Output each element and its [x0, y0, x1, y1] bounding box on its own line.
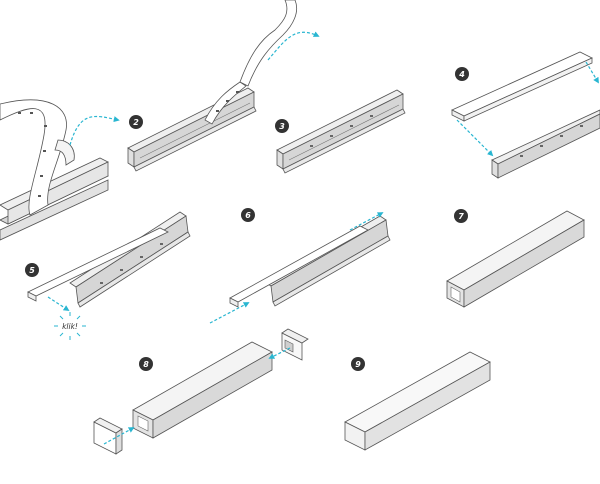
step-6-badge: 6	[241, 208, 255, 222]
arrow-step-8-left	[103, 427, 135, 445]
click-burst	[54, 312, 86, 340]
step-4-number: 4	[458, 70, 465, 79]
step-3-group: 3	[275, 89, 406, 174]
step-3-number: 3	[279, 122, 285, 131]
arrow-step-4-left	[456, 119, 494, 157]
step-4-profile	[491, 109, 600, 179]
step-5-cover	[27, 227, 169, 302]
step-2-badge: 2	[129, 115, 143, 129]
step-3-badge: 3	[275, 119, 289, 133]
step-5-badge: 5	[25, 263, 39, 277]
end-cap-right	[281, 328, 309, 361]
step-4-group: 4	[451, 51, 600, 179]
step-8-profile	[132, 341, 273, 439]
led-tape-step-1	[0, 99, 75, 216]
step-8-badge: 8	[139, 357, 153, 371]
step-8-group: 8	[93, 328, 309, 455]
step-3-profile	[276, 89, 406, 174]
step-9-badge: 9	[351, 357, 365, 371]
arrow-step-4-right	[585, 61, 599, 84]
step-7-profile	[446, 210, 585, 308]
step-4-badge: 4	[455, 67, 469, 81]
arrow-step-5	[47, 296, 70, 311]
step-6-number: 6	[245, 211, 251, 220]
step-8-number: 8	[143, 360, 149, 369]
click-label: klik!	[62, 322, 78, 331]
arrow-step-6-exit	[349, 212, 384, 231]
step-2-profile	[127, 87, 257, 172]
step-7-group: 7	[446, 209, 585, 308]
step-6-profile	[264, 215, 391, 307]
step-5-group: klik! 5	[25, 211, 191, 340]
step-2-group: 2	[127, 0, 320, 172]
step-5-profile	[69, 211, 191, 308]
led-tape-step-2	[204, 0, 298, 125]
step-1-profile	[0, 157, 109, 241]
step-2-number: 2	[133, 118, 139, 127]
step-6-group: 6	[209, 208, 391, 324]
end-cap-left	[93, 417, 123, 455]
step-9-profile	[344, 351, 491, 451]
step-9-group: 9	[344, 351, 491, 451]
arrow-step-2	[267, 31, 320, 61]
step-9-number: 9	[355, 360, 361, 369]
step-6-cover	[229, 225, 369, 308]
step-7-number: 7	[458, 212, 464, 221]
arrow-step-8-right	[268, 347, 291, 359]
arrow-step-1	[69, 115, 120, 146]
step-4-cover	[451, 51, 593, 122]
step-5-number: 5	[29, 266, 35, 275]
step-7-badge: 7	[454, 209, 468, 223]
step-1-group	[0, 99, 120, 241]
arrow-step-6-entry	[209, 302, 250, 324]
